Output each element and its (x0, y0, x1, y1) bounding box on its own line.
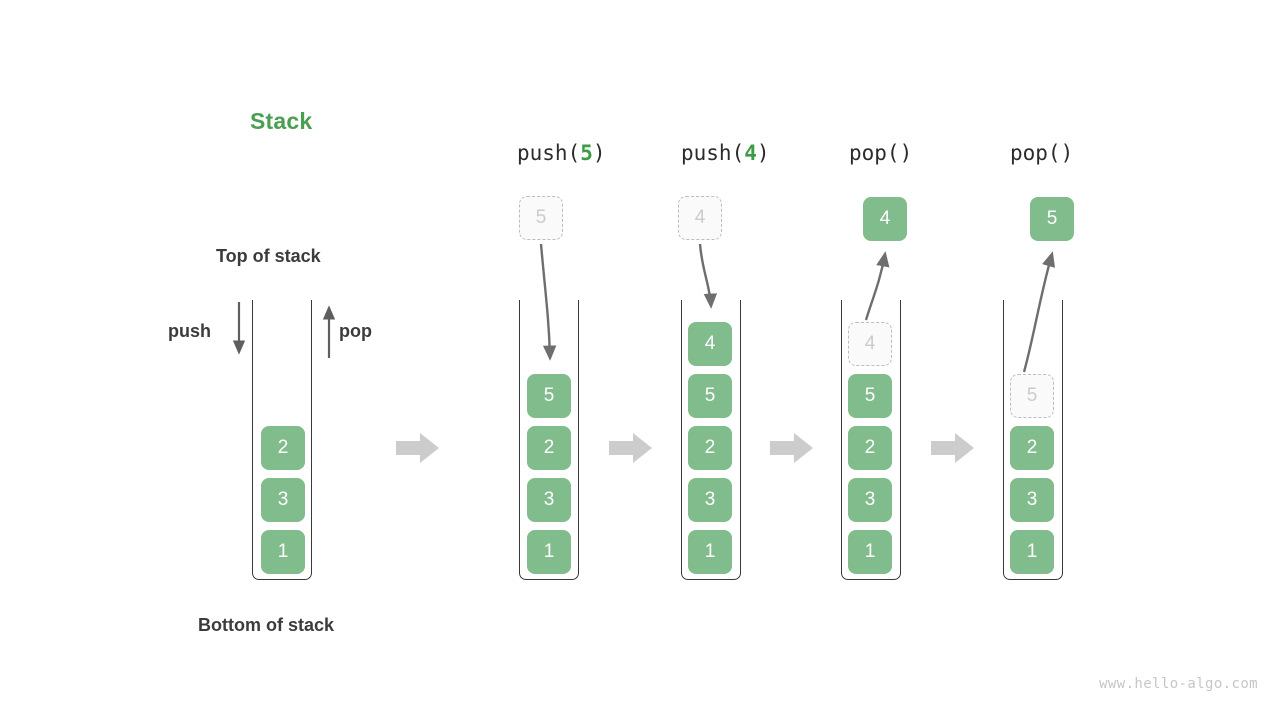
top-of-stack-label: Top of stack (216, 246, 321, 266)
push-label: push (168, 321, 211, 341)
right-block-arrow-icon (396, 431, 440, 465)
floating-cell-pop-2: 5 (1030, 197, 1074, 241)
stack-cell: 2 (261, 426, 305, 470)
stack-cell: 1 (1010, 530, 1054, 574)
stack-container-pop-2 (1003, 300, 1063, 580)
stack-cell: 2 (1010, 426, 1054, 470)
floating-cell-pop-1: 4 (863, 197, 907, 241)
stack-cell: 1 (848, 530, 892, 574)
right-block-arrow-icon (770, 431, 814, 465)
stack-cell: 2 (848, 426, 892, 470)
page-title: Stack (250, 108, 313, 134)
op-caption-suffix: ) (899, 141, 913, 165)
op-caption-push-4: push(4) (681, 141, 770, 165)
stack-cell: 1 (688, 530, 732, 574)
op-caption-arg: 4 (744, 141, 757, 165)
op-caption-prefix: push( (517, 141, 581, 165)
bottom-of-stack-label: Bottom of stack (198, 615, 335, 635)
stack-cell: 5 (848, 374, 892, 418)
pop-label: pop (339, 321, 372, 341)
watermark: www.hello-algo.com (1099, 676, 1258, 692)
stack-cell: 3 (261, 478, 305, 522)
stack-cell: 2 (527, 426, 571, 470)
op-caption-suffix: ) (1060, 141, 1074, 165)
op-caption-arg: 5 (580, 141, 593, 165)
stack-container-pop-1 (841, 300, 901, 580)
op-caption-push-5: push(5) (517, 141, 606, 165)
op-caption-prefix: push( (681, 141, 745, 165)
right-block-arrow-icon (609, 431, 653, 465)
stack-container-initial (252, 300, 312, 580)
op-caption-pop-2: pop() (1010, 141, 1073, 165)
stack-cell: 2 (688, 426, 732, 470)
stack-cell: 5 (688, 374, 732, 418)
stack-cell: 1 (261, 530, 305, 574)
stack-cell: 3 (848, 478, 892, 522)
stack-cell-ghost: 4 (848, 322, 892, 366)
push-4-motion-arrow (698, 243, 718, 309)
floating-cell-push-4: 4 (678, 196, 722, 240)
stack-cell: 3 (688, 478, 732, 522)
op-caption-prefix: pop( (1010, 141, 1061, 165)
stack-cell-ghost: 5 (1010, 374, 1054, 418)
stack-cell: 4 (688, 322, 732, 366)
stack-cell: 5 (527, 374, 571, 418)
stack-container-push-5 (519, 300, 579, 580)
stack-cell: 1 (527, 530, 571, 574)
stack-container-push-4 (681, 300, 741, 580)
stack-cell: 3 (527, 478, 571, 522)
op-caption-pop-1: pop() (849, 141, 912, 165)
op-caption-suffix: ) (592, 141, 606, 165)
right-block-arrow-icon (931, 431, 975, 465)
op-caption-prefix: pop( (849, 141, 900, 165)
floating-cell-push-5: 5 (519, 196, 563, 240)
stack-cell: 3 (1010, 478, 1054, 522)
op-caption-suffix: ) (756, 141, 770, 165)
